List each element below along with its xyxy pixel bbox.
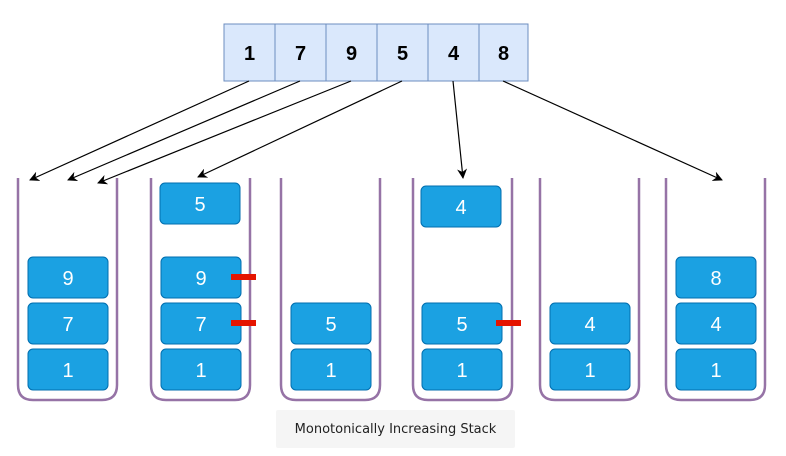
stack-6: 1 4 8 bbox=[664, 178, 767, 402]
stack-item-value: 1 bbox=[456, 360, 467, 382]
stack-4: 4 1 5 bbox=[411, 178, 521, 402]
incoming-item: 4 bbox=[420, 185, 502, 228]
arrow-to-stack-1 bbox=[97, 80, 352, 185]
stack-item: 4 bbox=[549, 302, 631, 345]
stack-container bbox=[538, 178, 641, 402]
stack-item-value: 9 bbox=[195, 268, 206, 290]
stack-item: 4 bbox=[675, 302, 757, 345]
stack-container bbox=[664, 178, 767, 402]
diagram-caption: Monotonically Increasing Stack bbox=[276, 410, 515, 448]
array-cell-value: 8 bbox=[498, 43, 509, 65]
arrow-to-stack-1 bbox=[29, 80, 250, 181]
incoming-item-value: 4 bbox=[455, 197, 466, 219]
arrow-to-stack-6 bbox=[502, 80, 723, 181]
pop-marker bbox=[231, 274, 256, 280]
input-array: 1 7 9 5 4 8 bbox=[223, 23, 529, 82]
stack-item-value: 5 bbox=[456, 314, 467, 336]
stack-item: 1 bbox=[160, 348, 242, 391]
incoming-item: 5 bbox=[159, 182, 241, 225]
stack-item: 5 bbox=[290, 302, 372, 345]
stack-item-value: 5 bbox=[325, 314, 336, 336]
array-cell-value: 7 bbox=[295, 43, 306, 65]
array-cell-value: 4 bbox=[448, 43, 460, 65]
array-cell: 5 bbox=[376, 23, 429, 82]
stack-item: 1 bbox=[290, 348, 372, 391]
array-cell: 7 bbox=[274, 23, 327, 82]
stack-item-value: 4 bbox=[710, 314, 721, 336]
arrows bbox=[29, 80, 723, 185]
stack-item: 9 bbox=[160, 256, 242, 299]
stack-item: 1 bbox=[27, 348, 109, 391]
stack-item-value: 7 bbox=[62, 314, 73, 336]
stack-item-value: 9 bbox=[62, 268, 73, 290]
array-cell-value: 5 bbox=[397, 43, 408, 65]
stack-1: 1 7 9 bbox=[16, 178, 119, 402]
incoming-item-value: 5 bbox=[194, 194, 205, 216]
stack-item-value: 1 bbox=[710, 360, 721, 382]
array-cell: 8 bbox=[478, 23, 529, 82]
array-cell: 4 bbox=[427, 23, 480, 82]
stack-item: 1 bbox=[421, 348, 503, 391]
stack-5: 1 4 bbox=[538, 178, 641, 402]
pop-marker bbox=[496, 320, 521, 326]
pop-marker bbox=[231, 320, 256, 326]
stack-item-value: 1 bbox=[62, 360, 73, 382]
stack-2: 5 1 7 9 bbox=[149, 178, 256, 402]
stack-item-value: 7 bbox=[195, 314, 206, 336]
arrow-to-stack-1 bbox=[67, 80, 301, 182]
stack-container bbox=[149, 178, 252, 402]
array-cell-value: 1 bbox=[244, 43, 255, 65]
stack-container bbox=[16, 178, 119, 402]
stack-item: 8 bbox=[675, 256, 757, 299]
stack-item: 9 bbox=[27, 256, 109, 299]
stack-item-value: 8 bbox=[710, 268, 721, 290]
stack-container bbox=[279, 178, 382, 402]
stack-item-value: 1 bbox=[584, 360, 595, 382]
stack-item: 1 bbox=[675, 348, 757, 391]
arrow-to-stack-2 bbox=[197, 80, 403, 178]
arrow-to-stack-4 bbox=[452, 80, 468, 179]
stack-item-value: 1 bbox=[325, 360, 336, 382]
array-cell-value: 9 bbox=[346, 43, 357, 65]
stack-item: 7 bbox=[160, 302, 242, 345]
stack-item-value: 1 bbox=[195, 360, 206, 382]
array-cell: 1 bbox=[223, 23, 276, 82]
stack-item-value: 4 bbox=[584, 314, 595, 336]
stack-item: 1 bbox=[549, 348, 631, 391]
stack-item: 5 bbox=[421, 302, 503, 345]
stack-item: 7 bbox=[27, 302, 109, 345]
stack-3: 1 5 bbox=[279, 178, 382, 402]
array-cell: 9 bbox=[325, 23, 378, 82]
stack-container bbox=[411, 178, 514, 402]
